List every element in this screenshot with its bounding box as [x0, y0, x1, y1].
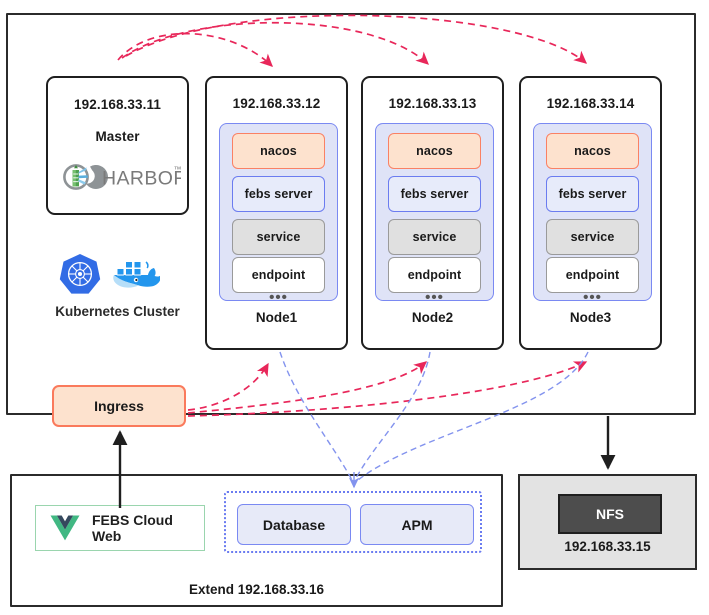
- node-label-2: Node2: [411, 310, 454, 325]
- cluster-caption: Kubernetes Cluster: [55, 304, 180, 319]
- node-box-3[interactable]: 192.168.33.14 nacos febs server service …: [519, 76, 662, 350]
- master-ip: 192.168.33.11: [74, 97, 161, 112]
- chip-febs-server-1[interactable]: febs server: [232, 176, 325, 212]
- extend-frame: [10, 474, 503, 607]
- febs-cloud-web-box[interactable]: FEBS Cloud Web: [35, 505, 205, 551]
- node-box-1[interactable]: 192.168.33.12 nacos febs server service …: [205, 76, 348, 350]
- harbor-logo: HARBOR ™: [58, 160, 181, 194]
- node-label-1: Node1: [255, 310, 298, 325]
- chip-febs-server-3[interactable]: febs server: [546, 176, 639, 212]
- docker-icon: [108, 256, 160, 296]
- chip-service-3[interactable]: service: [546, 219, 639, 255]
- chip-endpoint-1[interactable]: endpoint: [232, 257, 325, 293]
- database-box[interactable]: Database: [237, 504, 351, 545]
- pod-container-1: nacos febs server service endpoint •••: [219, 123, 338, 306]
- pod-container-2: nacos febs server service endpoint •••: [375, 123, 494, 306]
- node-ip-3: 192.168.33.14: [546, 96, 635, 111]
- svg-text:HARBOR: HARBOR: [102, 168, 181, 190]
- master-node-box[interactable]: 192.168.33.11 Master HARBOR: [46, 76, 189, 215]
- ingress-box[interactable]: Ingress: [52, 385, 186, 427]
- nfs-box[interactable]: NFS: [558, 494, 662, 534]
- extend-services-group: Database APM: [224, 491, 482, 553]
- chip-febs-server-2[interactable]: febs server: [388, 176, 481, 212]
- chip-endpoint-3[interactable]: endpoint: [546, 257, 639, 293]
- chip-service-2[interactable]: service: [388, 219, 481, 255]
- chip-nacos-3[interactable]: nacos: [546, 133, 639, 169]
- extend-label-wrap: Extend 192.168.33.16: [10, 582, 503, 600]
- chip-endpoint-2[interactable]: endpoint: [388, 257, 481, 293]
- kubernetes-icon: [57, 252, 103, 298]
- svg-text:™: ™: [174, 165, 182, 174]
- pod-ellipsis-1: •••: [269, 289, 288, 306]
- extend-label: Extend 192.168.33.16: [188, 582, 325, 597]
- nfs-ip: 192.168.33.15: [564, 539, 651, 554]
- node-ip-2: 192.168.33.13: [388, 96, 477, 111]
- chip-service-1[interactable]: service: [232, 219, 325, 255]
- chip-nacos-2[interactable]: nacos: [388, 133, 481, 169]
- pod-ellipsis-3: •••: [583, 289, 602, 306]
- apm-box[interactable]: APM: [360, 504, 474, 545]
- pod-container-3: nacos febs server service endpoint •••: [533, 123, 652, 306]
- node-ip-1: 192.168.33.12: [232, 96, 321, 111]
- nfs-frame: NFS 192.168.33.15: [518, 474, 697, 570]
- node-box-2[interactable]: 192.168.33.13 nacos febs server service …: [361, 76, 504, 350]
- pod-ellipsis-2: •••: [425, 289, 444, 306]
- master-role: Master: [95, 129, 140, 144]
- node-label-3: Node3: [569, 310, 612, 325]
- vue-logo: [50, 515, 80, 541]
- chip-nacos-1[interactable]: nacos: [232, 133, 325, 169]
- febs-cloud-web-label: FEBS Cloud Web: [92, 512, 173, 544]
- ingress-label: Ingress: [94, 398, 144, 414]
- cluster-logos: Kubernetes Cluster: [46, 252, 189, 322]
